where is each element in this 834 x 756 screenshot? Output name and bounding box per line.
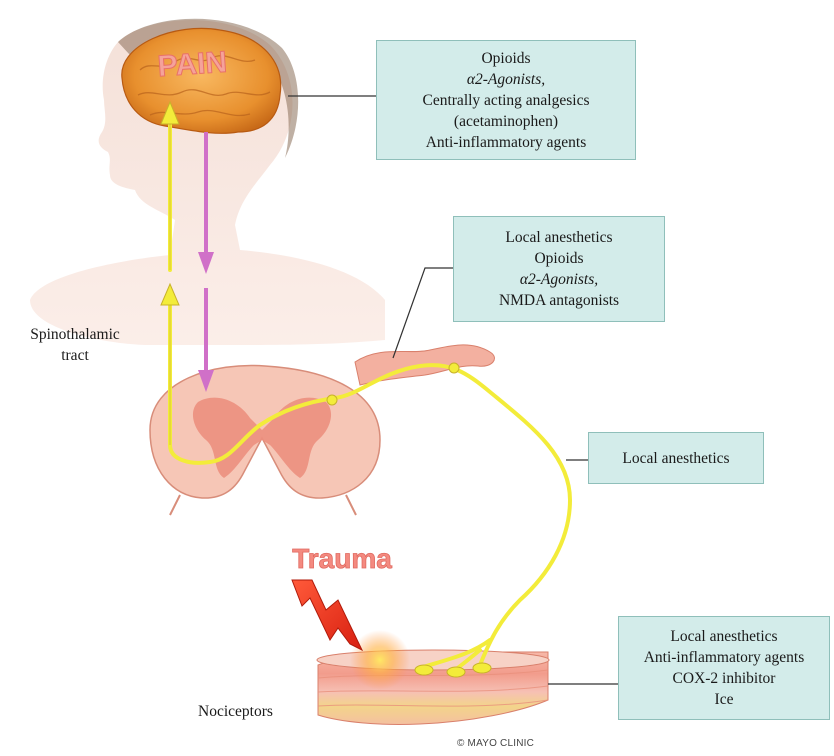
spinal-drug-3: α2-Agonists, — [454, 269, 664, 290]
spinothalamic-line-1: Spinothalamic — [10, 324, 140, 345]
spinothalamic-line-2: tract — [10, 345, 140, 366]
spinothalamic-tract-label: Spinothalamic tract — [10, 324, 140, 366]
peripheral-drugs-box: Local anesthetics Anti-inflammatory agen… — [618, 616, 830, 720]
nerve-drugs-box: Local anesthetics — [588, 432, 764, 484]
nociceptor-ending — [473, 663, 491, 673]
spinal-drug-1: Local anesthetics — [454, 227, 664, 248]
nociceptor-ending — [415, 665, 433, 675]
spinal-drug-2: Opioids — [454, 248, 664, 269]
brain-drug-5: Anti-inflammatory agents — [377, 132, 635, 153]
brain-drug-1: Opioids — [377, 48, 635, 69]
lightning-bolt-icon — [292, 580, 362, 650]
brain-drug-4: (acetaminophen) — [377, 111, 635, 132]
nociceptors-label: Nociceptors — [198, 701, 273, 722]
connector-spinal — [393, 268, 453, 358]
peripheral-drug-2: Anti-inflammatory agents — [619, 647, 829, 668]
peripheral-drug-1: Local anesthetics — [619, 626, 829, 647]
spinal-drugs-box: Local anesthetics Opioids α2-Agonists, N… — [453, 216, 665, 322]
brain-drug-3: Centrally acting analgesics — [377, 90, 635, 111]
nerve-drug-1: Local anesthetics — [589, 448, 763, 469]
peripheral-drug-4: Ice — [619, 689, 829, 710]
trauma-word: Trauma — [292, 543, 392, 574]
brain-pain-word: PAIN — [157, 46, 229, 84]
brain-drug-2: α2-Agonists, — [377, 69, 635, 90]
brain — [122, 28, 281, 133]
peripheral-drug-3: COX-2 inhibitor — [619, 668, 829, 689]
spinal-drug-4: NMDA antagonists — [454, 290, 664, 311]
brain-drugs-box: Opioids α2-Agonists, Centrally acting an… — [376, 40, 636, 160]
nociceptor-ending — [447, 667, 465, 677]
mayo-clinic-credit: © MAYO CLINIC — [457, 738, 534, 749]
